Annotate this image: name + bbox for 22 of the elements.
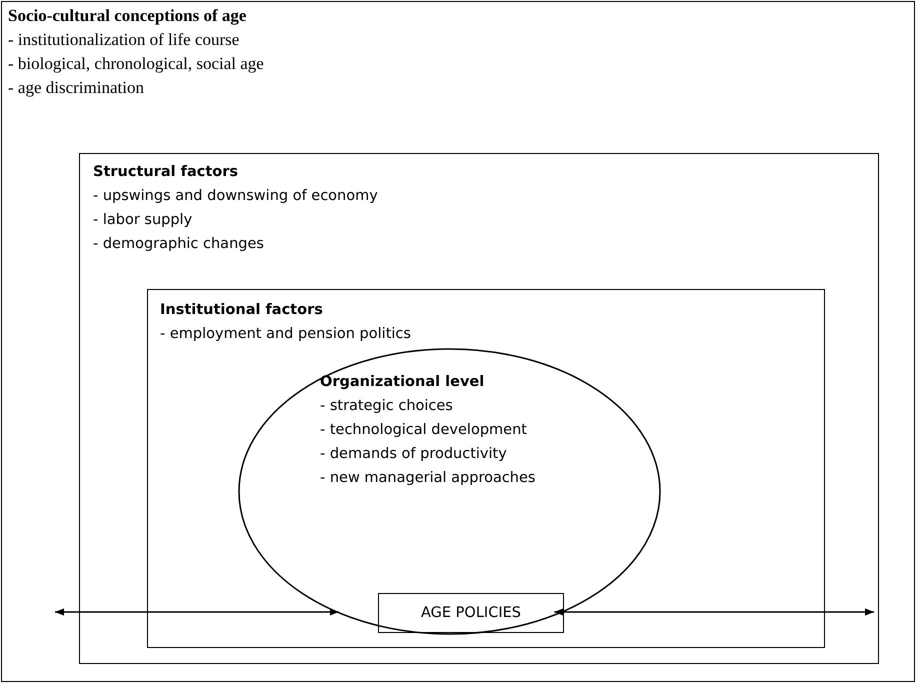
institutional-box bbox=[147, 289, 825, 648]
heading: Structural factors bbox=[93, 163, 240, 182]
heading: Socio-cultural conceptions of age bbox=[8, 5, 248, 27]
list-item: - employment and pension politics bbox=[160, 325, 411, 344]
list-item: - upswings and downswing of economy bbox=[93, 187, 378, 206]
node-label: AGE POLICIES bbox=[421, 604, 521, 623]
list-item: - institutionalization of life course bbox=[8, 29, 240, 51]
double-arrow bbox=[55, 608, 339, 616]
list-item: - age discrimination bbox=[8, 77, 145, 99]
list-item: - biological, chronological, social age bbox=[8, 53, 264, 75]
organizational-ellipse bbox=[238, 348, 661, 635]
age-policies-box bbox=[378, 593, 564, 633]
heading: Institutional factors bbox=[160, 301, 324, 320]
list-item: - demands of productivity bbox=[320, 445, 508, 464]
list-item: - demographic changes bbox=[93, 235, 265, 254]
list-item: - strategic choices bbox=[320, 397, 454, 416]
structural-box bbox=[79, 153, 879, 664]
double-arrow bbox=[554, 608, 874, 616]
list-item: - labor supply bbox=[93, 211, 194, 230]
heading: Organizational level bbox=[320, 373, 486, 392]
list-item: - new managerial approaches bbox=[320, 469, 536, 488]
list-item: - technological development bbox=[320, 421, 528, 440]
